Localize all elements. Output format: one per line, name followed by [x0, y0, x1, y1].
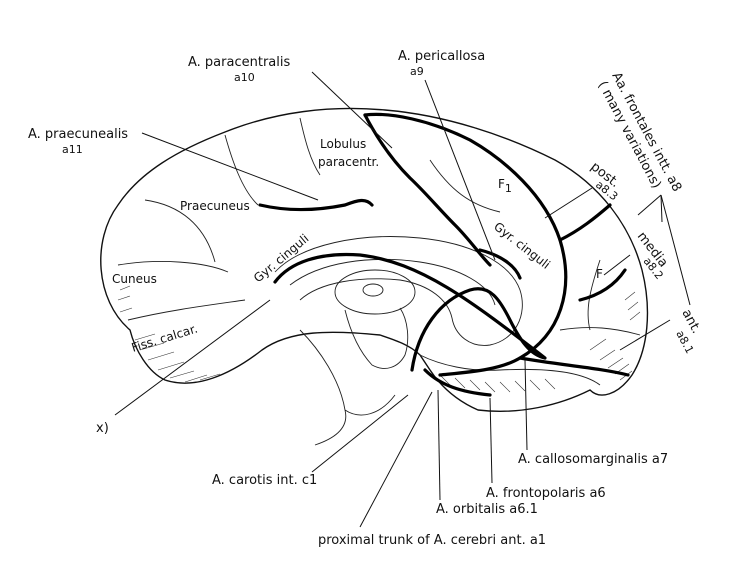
leader-carotis: [311, 394, 409, 473]
leader-frontopolaris: [489, 397, 493, 484]
f1-subscript: 1: [505, 182, 512, 195]
leader-frontales-media: [660, 194, 663, 223]
leader-orbitalis: [437, 389, 441, 501]
leader-pericallosa: [424, 79, 496, 261]
sulcus-1: [144, 199, 216, 263]
anterior-frontal-branch: [578, 268, 627, 302]
praecuneal-artery: [258, 198, 374, 212]
paracentralis-code: a10: [234, 71, 255, 84]
leader-proximal: [359, 391, 433, 528]
paracentr-label: paracentr.: [318, 155, 379, 169]
frontopolaris-label: A. frontopolaris a6: [486, 486, 606, 501]
orbital-artery: [423, 368, 492, 397]
leader-post: [544, 187, 593, 219]
pericallosa-label: A. pericallosa: [398, 49, 485, 64]
cuneus-label: Cuneus: [112, 272, 157, 286]
sulcus-2: [224, 134, 259, 206]
cingulate-branch: [478, 248, 522, 280]
leader-x: [114, 299, 271, 416]
thalamus: [334, 269, 416, 315]
hatching-frontal: [589, 291, 641, 381]
arteries: [258, 112, 630, 397]
middle-frontal-branch: [558, 203, 612, 242]
orbitalis-label: A. orbitalis a6.1: [436, 502, 538, 517]
paracentralis-label: A. paracentralis: [188, 55, 290, 70]
hemisphere-drawing: [100, 107, 649, 446]
temporal-region: [299, 329, 396, 446]
pericallosal-artery: [273, 252, 547, 372]
corpus-callosum-inner: [289, 258, 496, 306]
proximal-label: proximal trunk of A. cerebri ant. a1: [318, 533, 546, 548]
leader-lines: [114, 71, 691, 528]
lobulus-label: Lobulus: [320, 137, 366, 151]
callosomarginalis-label: A. callosomarginalis a7: [518, 452, 668, 467]
fiss-calcar-label: Fiss. calcar.: [130, 321, 199, 354]
f-label: F: [596, 267, 603, 281]
sulcus-5: [127, 299, 246, 321]
hatching-orbital: [439, 374, 556, 393]
leader-callosomarginalis: [524, 359, 528, 451]
callosomarginal-artery: [363, 112, 568, 377]
sulcus-3: [299, 117, 321, 176]
artery-labels: A. paracentralis a10 A. pericallosa a9 A…: [28, 49, 704, 548]
f1-label: F1: [498, 177, 512, 195]
leader-paracentralis: [311, 71, 393, 149]
gyr-cinguli-front-label: Gyr. cinguli: [491, 219, 553, 271]
leader-frontales-post: [637, 194, 662, 216]
frontopolar-artery: [518, 356, 630, 377]
orbital-lobe: [419, 354, 601, 386]
pericallosa-code: a9: [410, 65, 424, 78]
leader-frontales-ant: [660, 194, 691, 306]
praecunealis-label: A. praecunealis: [28, 127, 128, 142]
leader-media: [603, 254, 631, 276]
praecunealis-code: a11: [62, 143, 83, 156]
region-labels: Lobulus paracentr. Praecuneus Cuneus Fis…: [112, 137, 603, 355]
commissure: [362, 283, 384, 297]
hatching-occipital: [117, 285, 221, 383]
sulcus-8: [559, 327, 641, 336]
leader-praecunealis: [141, 132, 319, 201]
leader-ant: [619, 319, 671, 351]
brainstem: [344, 307, 409, 369]
f1-letter: F: [498, 177, 505, 191]
x-mark-label: x): [96, 421, 109, 436]
sulcus-4: [117, 261, 229, 273]
corpus-callosum: [274, 236, 523, 346]
carotis-label: A. carotis int. c1: [212, 473, 317, 488]
praecuneus-label: Praecuneus: [180, 199, 250, 213]
sulcus-6: [429, 159, 501, 213]
hemisphere-outline: [100, 107, 649, 412]
paracentral-artery: [363, 113, 492, 267]
